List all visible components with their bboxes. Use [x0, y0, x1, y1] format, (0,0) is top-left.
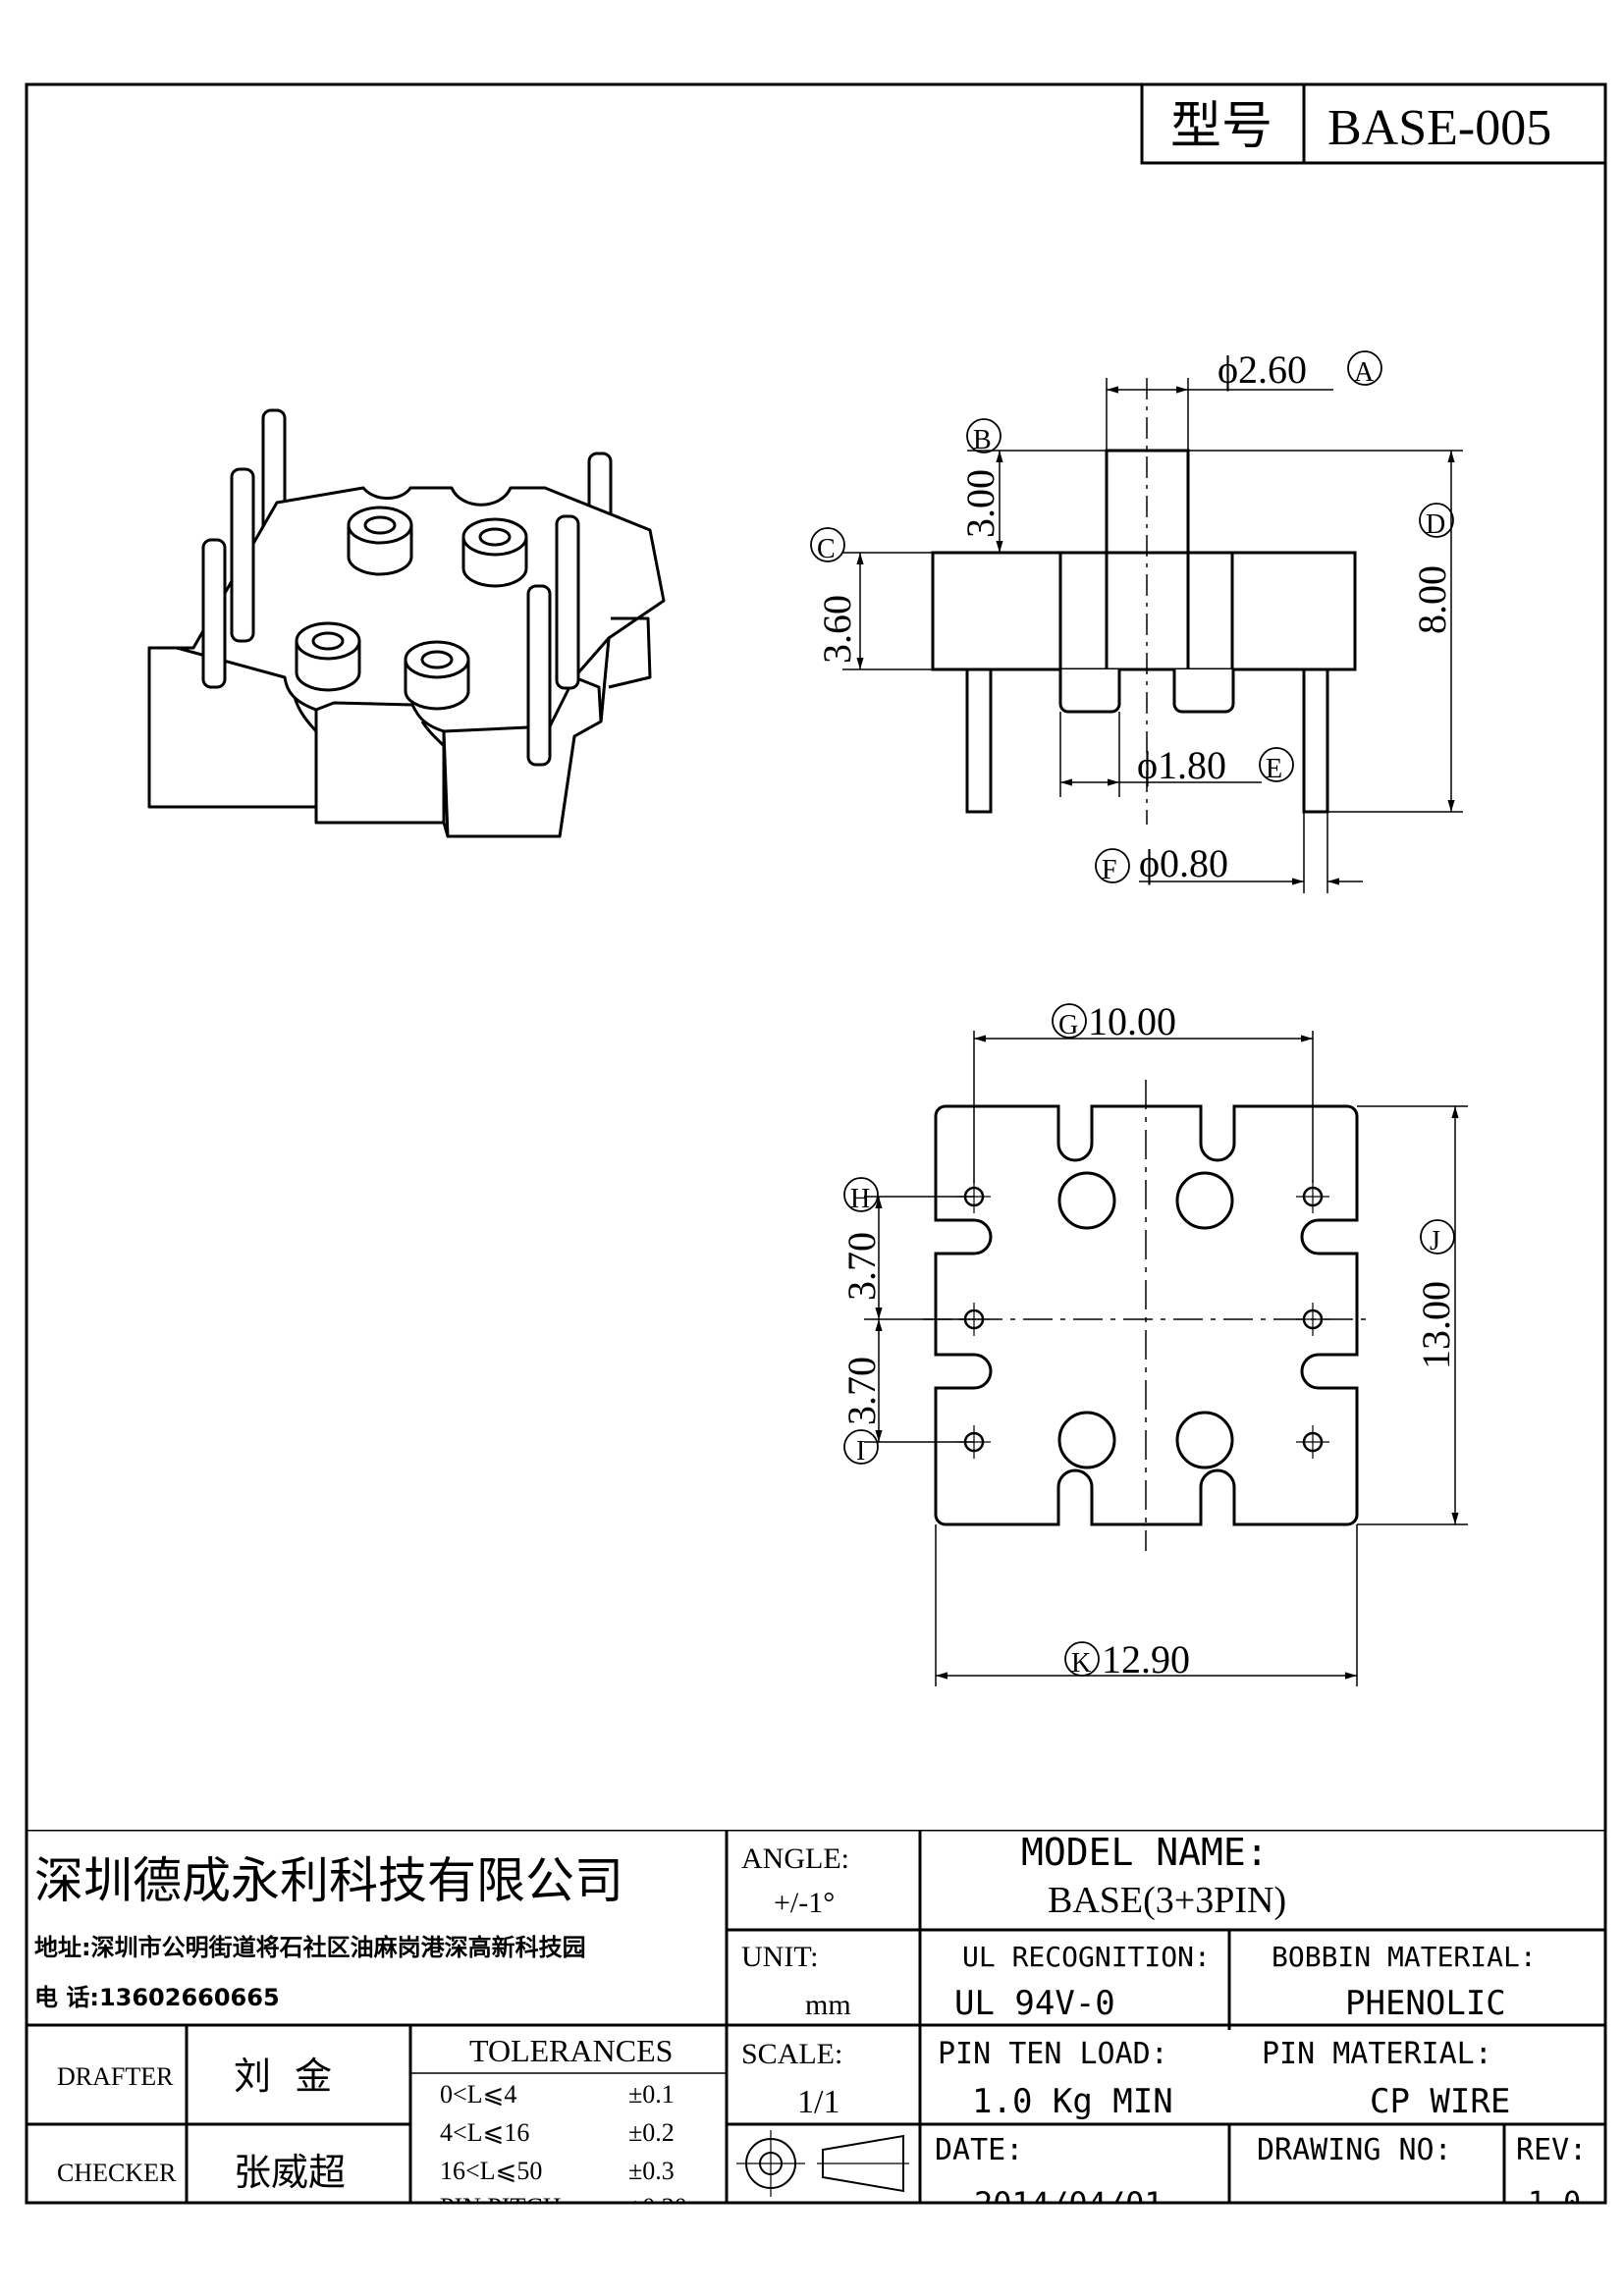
tolerances-label: TOLERANCES: [469, 2033, 673, 2068]
tolerance-range: 0<L⩽4: [440, 2080, 516, 2109]
boss: [347, 506, 413, 576]
drafter-label: DRAFTER: [57, 2062, 174, 2091]
tolerance-value: ±0.1: [628, 2080, 675, 2109]
pin: [555, 514, 580, 690]
tolerance-range: 4<L⩽16: [440, 2118, 529, 2147]
top-view: [864, 1031, 1468, 1686]
dim-k-label: K: [1071, 1648, 1091, 1679]
dim-h-label: H: [850, 1184, 870, 1214]
tolerance-value: ±0.20: [628, 2193, 687, 2221]
bobbin-material-label: BOBBIN MATERIAL:: [1272, 1941, 1537, 1973]
pin: [526, 584, 552, 767]
tolerance-value: ±0.3: [628, 2157, 675, 2185]
tolerance-value: ±0.2: [628, 2118, 675, 2147]
angle-label: ANGLE:: [741, 1842, 849, 1875]
base-body-side: [931, 551, 1357, 671]
model-label: 型号: [1170, 97, 1272, 156]
pin-ten-load-value: 1.0 Kg MIN: [972, 2082, 1173, 2121]
dim-i-label: I: [856, 1436, 865, 1467]
model-name-label: MODEL NAME:: [1021, 1831, 1269, 1874]
dim-k-text: 12.90: [1102, 1637, 1190, 1682]
side-view: [842, 378, 1463, 893]
dim-e-label: E: [1266, 754, 1282, 784]
rev-value: 1.0: [1528, 2186, 1581, 2220]
scale-label: SCALE:: [741, 2038, 842, 2070]
pin: [201, 538, 227, 689]
drawing-border: [25, 82, 1607, 2205]
dim-a-text: ϕ2.60: [1218, 347, 1307, 392]
dim-e-text: ϕ1.80: [1137, 743, 1226, 787]
dim-d-text: 8.00: [1410, 565, 1454, 634]
dim-a-label: A: [1354, 357, 1375, 388]
top-view-dimensions: G 10.00 H 3.70 3.70 I J 13.00 K 12.90: [839, 999, 1458, 1682]
company-phone: 电 话:13602660665: [34, 1984, 280, 2011]
pin: [230, 467, 255, 643]
tolerance-range: 16<L⩽50: [440, 2157, 542, 2185]
dim-c-label: C: [817, 534, 836, 564]
company-address: 地址:深圳市公明街道将石社区油麻岗港深高新科技园: [34, 1934, 586, 1961]
boss: [404, 640, 470, 711]
ul-label: UL RECOGNITION:: [962, 1941, 1211, 1973]
boss: [461, 517, 528, 588]
angle-value: +/-1°: [774, 1887, 835, 1919]
date-label: DATE:: [935, 2133, 1023, 2167]
title-block: 深圳德成永利科技有限公司 地址:深圳市公明街道将石社区油麻岗港深高新科技园 电 …: [27, 1830, 1605, 2222]
base-outline-top: [934, 1104, 1359, 1526]
bobbin-material-value: PHENOLIC: [1345, 1984, 1506, 2023]
pin-material-value: CP WIRE: [1370, 2082, 1510, 2121]
dim-f-text: ϕ0.80: [1139, 841, 1228, 885]
date-value: 2014/04/01: [974, 2185, 1164, 2222]
dim-h-text: 3.70: [839, 1232, 884, 1301]
pin-ten-load-label: PIN TEN LOAD:: [938, 2037, 1168, 2071]
checker-name: 张威超: [234, 2151, 346, 2194]
ul-value: UL 94V-0: [954, 1984, 1115, 2023]
rev-label: REV:: [1516, 2133, 1587, 2167]
scale-value: 1/1: [797, 2084, 839, 2120]
unit-value: mm: [805, 1989, 851, 2021]
dim-j-label: J: [1430, 1226, 1440, 1256]
dim-g-label: G: [1058, 1010, 1078, 1041]
model-name-value: BASE(3+3PIN): [1048, 1880, 1286, 1921]
dim-j-text: 13.00: [1414, 1281, 1458, 1369]
side-view-dimensions: ϕ2.60 A B 3.00 C 3.60 D 8.00 ϕ1.80 E F ϕ…: [810, 347, 1454, 885]
dim-b-text: 3.00: [958, 469, 1002, 538]
boss: [295, 621, 361, 692]
tolerance-range: PIN PITCH: [440, 2193, 562, 2221]
pin-material-label: PIN MATERIAL:: [1262, 2037, 1492, 2071]
dim-b-label: B: [973, 425, 992, 455]
drafter-name: 刘 金: [234, 2055, 332, 2098]
dim-i-text: 3.70: [839, 1357, 884, 1425]
projection-symbol-icon: [736, 2130, 909, 2197]
model-box: 型号 BASE-005: [1140, 82, 1607, 165]
dim-c-text: 3.60: [815, 595, 859, 664]
base-front-mid: [314, 701, 446, 825]
isometric-view: [147, 408, 666, 838]
model-value: BASE-005: [1327, 100, 1551, 156]
drawing-no-label: DRAWING NO:: [1257, 2133, 1452, 2167]
company-name: 深圳德成永利科技有限公司: [34, 1852, 623, 1909]
checker-label: CHECKER: [57, 2159, 177, 2187]
dim-d-label: D: [1426, 509, 1445, 540]
unit-label: UNIT:: [741, 1941, 819, 1973]
dim-f-label: F: [1102, 855, 1117, 885]
dim-g-text: 10.00: [1088, 999, 1176, 1043]
